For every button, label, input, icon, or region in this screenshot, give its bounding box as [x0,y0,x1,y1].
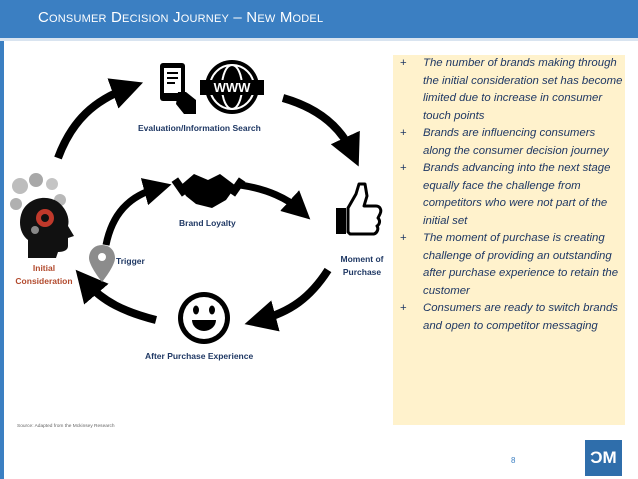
plus-bullet-icon: + [400,232,407,244]
head-gears-icon [10,173,74,258]
plus-bullet-icon: + [400,302,407,314]
moment-of-purchase-label: Moment of Purchase [332,253,392,279]
plus-bullet-icon: + [400,57,407,69]
thumbs-up-icon [336,182,383,236]
insights-list: + The number of brands making through the… [393,55,625,335]
plus-bullet-icon: + [400,162,407,174]
left-accent-bar [0,41,4,479]
insight-text: The number of brands making through the … [423,57,623,122]
insight-item: + Brands are influencing consumers along … [393,125,625,160]
insight-item: + The number of brands making through the… [393,55,625,125]
handshake-icon [171,174,246,208]
svg-text:WWW: WWW [214,80,252,95]
evaluation-label: Evaluation/Information Search [138,123,261,133]
insight-item: + The moment of purchase is creating chal… [393,230,625,300]
insight-text: Brands advancing into the next stage equ… [423,162,611,227]
company-logo: ƆM [585,440,622,476]
plus-bullet-icon: + [400,127,407,139]
slide-title: Consumer Decision Journey – New Model [38,9,324,26]
journey-diagram: WWW [10,60,383,344]
arrow-loyalty-to-moment [239,181,311,220]
brand-loyalty-label: Brand Loyalty [179,218,236,228]
arrow-initial-to-evaluation [54,78,144,160]
smiley-face-icon [178,292,230,344]
initial-label-line1: Initial [32,263,56,273]
insight-text: Brands are influencing consumers along t… [423,127,609,157]
trigger-label: Trigger [116,256,145,266]
arrow-after-to-initial [75,269,158,324]
insight-item: + Brands advancing into the next stage eq… [393,160,625,230]
insight-text: Consumers are ready to switch brands and… [423,302,618,332]
map-pin-icon [89,245,115,282]
page-number: 8 [511,456,516,465]
moment-label-line1: Moment of [340,254,384,264]
title-bar: Consumer Decision Journey – New Model [0,0,638,38]
www-globe-icon: WWW [200,60,264,114]
arrow-moment-to-after [244,267,332,332]
insight-item: + Consumers are ready to switch brands an… [393,300,625,335]
insight-text: The moment of purchase is creating chall… [423,232,619,297]
smartphone-touch-icon [160,63,196,114]
initial-consideration-label: Initial Consideration [8,262,80,288]
arrow-evaluation-to-moment [281,94,360,167]
moment-label-line2: Purchase [342,267,382,277]
insights-panel: + The number of brands making through the… [393,55,625,425]
arrow-trigger-to-loyalty [102,178,172,246]
source-note: Source: Adapted from the Mckinsey Resear… [17,424,115,429]
after-purchase-label: After Purchase Experience [145,351,254,361]
initial-label-line2: Consideration [15,276,73,286]
header-divider [0,38,638,41]
